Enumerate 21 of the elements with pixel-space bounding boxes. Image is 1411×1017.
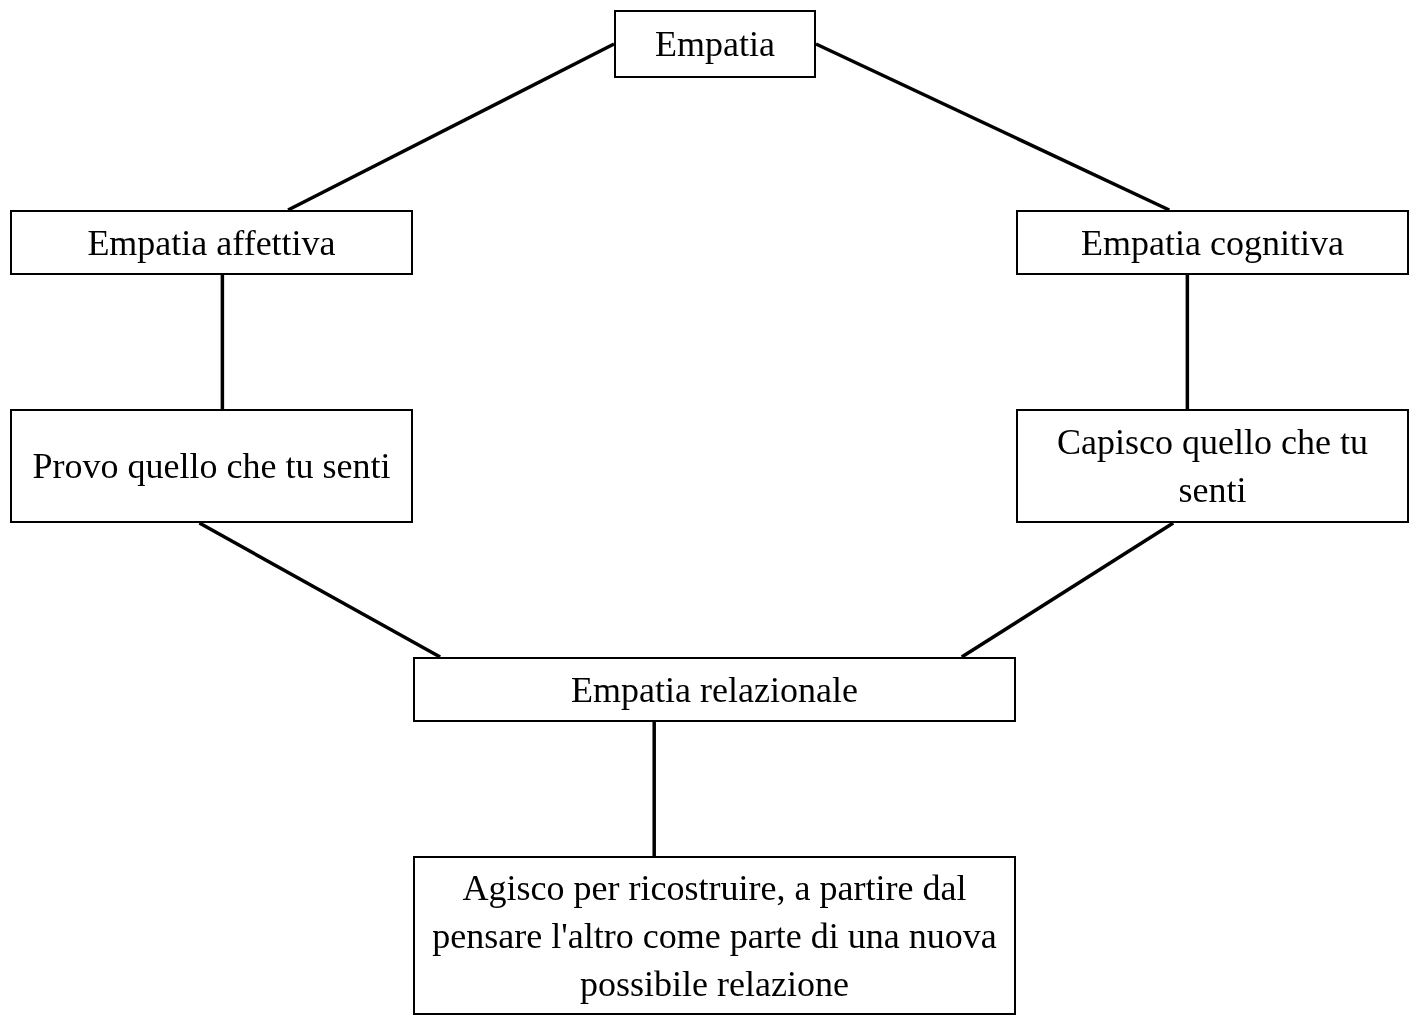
connector-line	[220, 275, 225, 409]
box-label: Capisco quello che tu senti	[1056, 421, 1369, 512]
concept-box	[1016, 409, 1409, 523]
box-label: Empatia cognitiva	[1081, 221, 1344, 265]
box-label: Agisco per ricostruire, a partire dal pensare l'altro come parte di una nuova possibile relazione	[431, 866, 998, 1006]
concept-box	[10, 210, 413, 275]
concept-box	[614, 10, 816, 78]
connector-line	[815, 42, 1170, 212]
box-label: Provo quello che tu senti	[32, 445, 391, 488]
box-label: Empatia	[655, 23, 775, 66]
concept-box	[1016, 210, 1409, 275]
concept-box	[413, 856, 1016, 1015]
connector-line	[1185, 275, 1190, 409]
connector-line	[960, 521, 1175, 659]
concept-box	[10, 409, 413, 523]
concept-box	[413, 657, 1016, 722]
connector-line	[287, 42, 615, 212]
box-label: Empatia affettiva	[87, 221, 336, 265]
box-label: Empatia relazionale	[571, 668, 858, 712]
connector-line	[652, 722, 656, 856]
connector-line	[198, 521, 441, 659]
